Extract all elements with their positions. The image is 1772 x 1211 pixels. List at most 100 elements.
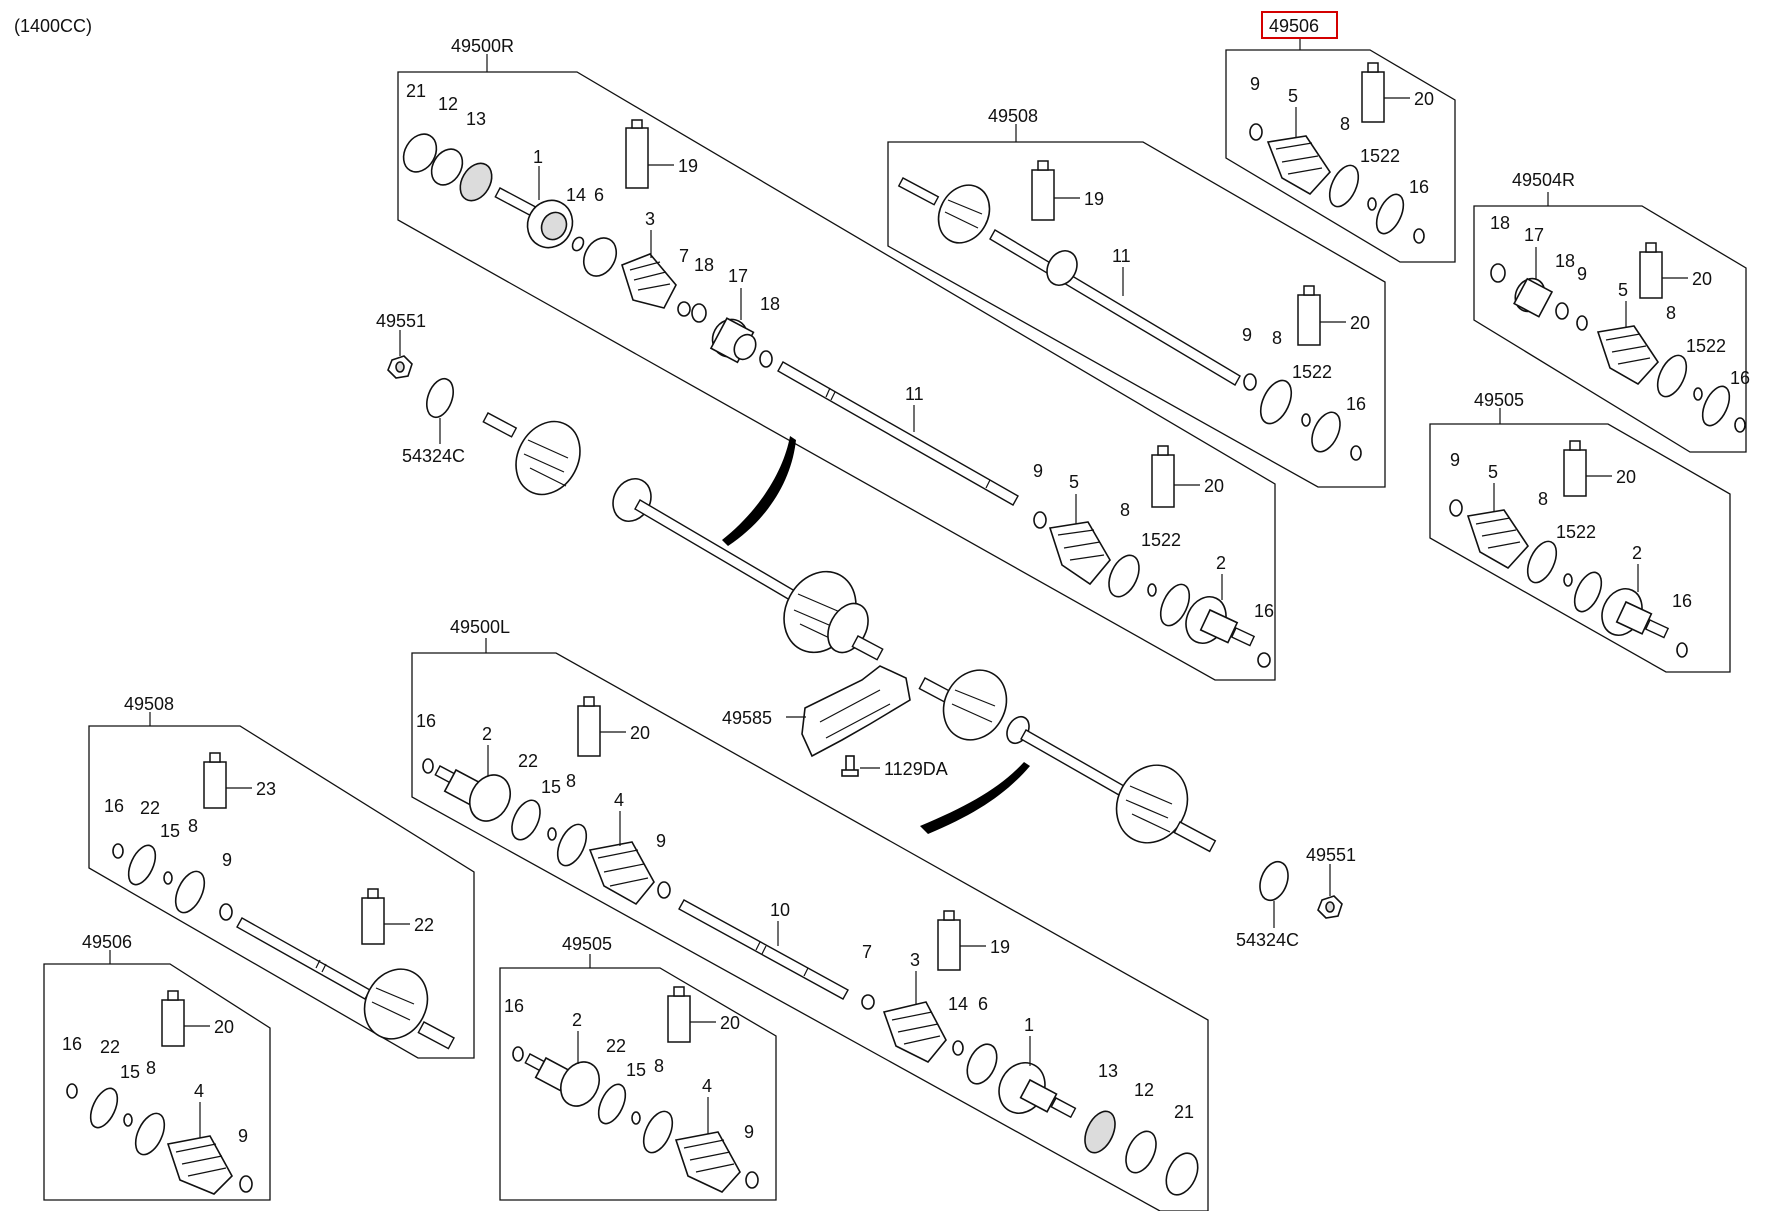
circlip-7[interactable] xyxy=(861,994,875,1010)
group-49500R-code[interactable]: 49500R xyxy=(451,36,514,56)
assembled-drive-shaft-lower[interactable] xyxy=(918,659,1217,855)
circlip-15[interactable] xyxy=(631,1111,641,1125)
grease-tube-20[interactable] xyxy=(161,990,185,1047)
grease-tube-19[interactable] xyxy=(1031,160,1055,221)
circlip-15[interactable] xyxy=(547,827,557,841)
group-49500L-code[interactable]: 49500L xyxy=(450,617,510,637)
grease-tube-20[interactable] xyxy=(1361,62,1385,123)
clamp-22[interactable] xyxy=(506,796,546,844)
clamp-22[interactable] xyxy=(1697,382,1735,429)
circlip-16[interactable] xyxy=(422,758,434,774)
clamp-9[interactable] xyxy=(1243,373,1257,391)
tone-ring-13[interactable] xyxy=(454,158,498,207)
clamp-9[interactable] xyxy=(657,881,671,899)
washer-54324C-upper[interactable] xyxy=(422,375,458,421)
clamp-8[interactable] xyxy=(1522,537,1562,587)
clamp-9[interactable] xyxy=(219,903,233,921)
damper-17[interactable] xyxy=(1510,273,1554,318)
label-nut-upper[interactable]: 49551 xyxy=(376,311,426,331)
ring-21[interactable] xyxy=(397,128,443,178)
boot-4[interactable] xyxy=(674,1131,741,1193)
boot-5[interactable] xyxy=(1266,135,1332,196)
grease-tube-20[interactable] xyxy=(577,696,601,757)
grease-tube-20[interactable] xyxy=(1563,440,1587,497)
clamp-18b[interactable] xyxy=(1555,302,1569,320)
label-bracket[interactable]: 49585 xyxy=(722,708,772,728)
clamp-22[interactable] xyxy=(85,1084,123,1131)
circlip-15[interactable] xyxy=(163,871,173,885)
group-49508-top[interactable]: 49508 11 9 8 15 22 16 19 20 xyxy=(887,106,1386,488)
group-49500R[interactable]: 49500R 21 12 13 1 14 6 3 7 18 xyxy=(397,36,1276,681)
boot-5[interactable] xyxy=(1048,521,1111,586)
circlip-7[interactable] xyxy=(677,301,691,317)
circlip-15[interactable] xyxy=(1693,387,1703,401)
label-bolt[interactable]: 1129DA xyxy=(884,759,948,779)
nut-49551-upper[interactable] xyxy=(387,355,413,379)
clamp-6[interactable] xyxy=(577,232,622,281)
circlip-16[interactable] xyxy=(112,843,124,859)
ring-12[interactable] xyxy=(425,144,468,191)
boot-4[interactable] xyxy=(166,1135,233,1195)
circlip-16[interactable] xyxy=(1257,652,1271,668)
ring-21[interactable] xyxy=(1160,1148,1204,1200)
circlip-16[interactable] xyxy=(1676,642,1688,658)
boot-5[interactable] xyxy=(1596,325,1660,386)
group-49505-bottom[interactable]: 49505 16 2 22 15 8 4 9 20 xyxy=(499,934,777,1201)
grease-tube-23[interactable] xyxy=(203,752,227,809)
circlip-15[interactable] xyxy=(1563,573,1573,587)
circlip-15[interactable] xyxy=(123,1113,133,1127)
group-49504R-code[interactable]: 49504R xyxy=(1512,170,1575,190)
clamp-8[interactable] xyxy=(1652,351,1692,401)
clamp-22[interactable] xyxy=(123,841,161,888)
label-nut-lower[interactable]: 49551 xyxy=(1306,845,1356,865)
group-49505-right[interactable]: 49505 9 5 8 15 22 2 16 20 xyxy=(1429,390,1731,673)
drive-shaft-11[interactable] xyxy=(777,361,1019,506)
group-49506-left-code[interactable]: 49506 xyxy=(82,932,132,952)
group-49508-left[interactable]: 49508 16 22 15 8 9 23 22 xyxy=(88,694,475,1059)
clamp-22[interactable] xyxy=(1155,580,1195,630)
circlip-16[interactable] xyxy=(512,1046,524,1062)
clamp-9[interactable] xyxy=(239,1175,253,1193)
clamp-22[interactable] xyxy=(1371,190,1409,237)
clamp-8[interactable] xyxy=(1324,161,1364,211)
circlip-16[interactable] xyxy=(1350,445,1362,461)
circlip-16[interactable] xyxy=(66,1083,78,1099)
clamp-8[interactable] xyxy=(638,1107,678,1157)
clamp-9[interactable] xyxy=(1249,123,1263,141)
inner-cv-joint-2[interactable] xyxy=(524,1053,606,1113)
group-49504R[interactable]: 49504R 18 17 18 9 5 8 15 22 16 20 xyxy=(1473,170,1750,453)
damper-17[interactable] xyxy=(706,313,760,364)
washer-54324C-lower[interactable] xyxy=(1255,858,1293,904)
clamp-22[interactable] xyxy=(1569,568,1607,615)
circlip-15[interactable] xyxy=(1367,197,1377,211)
inner-cv-joint-2[interactable] xyxy=(434,765,518,828)
circlip-14[interactable] xyxy=(570,235,585,252)
clamp-9[interactable] xyxy=(1576,315,1588,331)
clamp-6[interactable] xyxy=(961,1039,1002,1088)
clamp-8[interactable] xyxy=(1254,376,1297,429)
clamp-8[interactable] xyxy=(1103,551,1145,602)
circlip-14[interactable] xyxy=(952,1040,964,1056)
group-49506-top-code[interactable]: 49506 xyxy=(1269,16,1319,36)
outer-cv-joint-1[interactable] xyxy=(990,1055,1077,1122)
clamp-18[interactable] xyxy=(691,303,707,323)
circlip-15[interactable] xyxy=(1147,583,1157,597)
inner-cv-joint-2[interactable] xyxy=(1595,582,1670,642)
group-49508-top-code[interactable]: 49508 xyxy=(988,106,1038,126)
group-49506-top[interactable]: 49506 9 5 8 15 22 16 20 xyxy=(1225,11,1456,263)
clamp-22[interactable] xyxy=(593,1080,631,1127)
label-washer-lower[interactable]: 54324C xyxy=(1236,930,1299,950)
ring-12[interactable] xyxy=(1120,1127,1162,1178)
group-49506-left[interactable]: 49506 16 22 15 8 4 9 20 xyxy=(43,932,271,1201)
clamp-9[interactable] xyxy=(1033,511,1047,529)
circlip-16[interactable] xyxy=(1413,228,1425,244)
grease-tube-19[interactable] xyxy=(625,119,649,189)
boot-5[interactable] xyxy=(1466,509,1530,570)
group-49508-left-code[interactable]: 49508 xyxy=(124,694,174,714)
group-49505-right-code[interactable]: 49505 xyxy=(1474,390,1524,410)
clamp-18a[interactable] xyxy=(1490,263,1506,283)
nut-49551-lower[interactable] xyxy=(1317,895,1343,919)
clamp-22[interactable] xyxy=(1306,408,1346,456)
circlip-15[interactable] xyxy=(1301,413,1311,427)
clamp-8[interactable] xyxy=(130,1109,170,1159)
